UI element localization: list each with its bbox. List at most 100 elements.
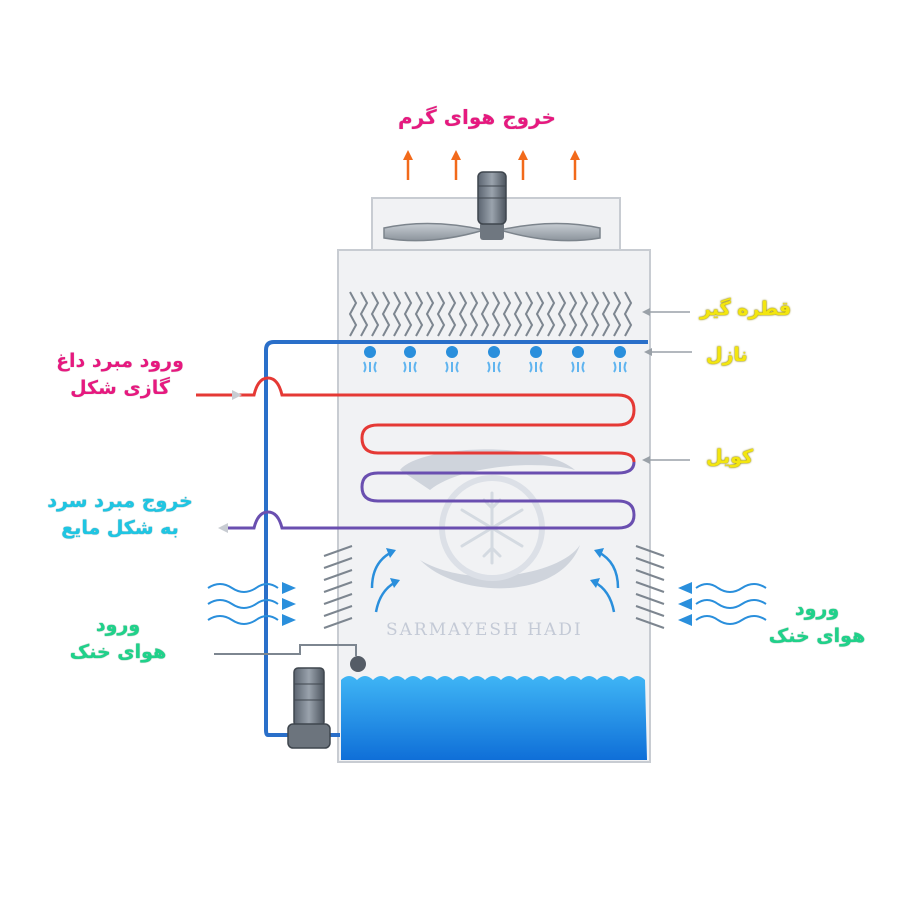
cool-air-wave [695,615,767,625]
nozzle-head [404,346,416,358]
water-pipe [264,340,648,737]
nozzle-head [364,346,376,358]
cool-air-wave [207,599,279,609]
drift-chevron [590,291,600,337]
cool-air-wave [695,599,767,609]
motor-icon [477,171,507,225]
cool-air-arrows-right [678,582,767,626]
cool-air-arrowhead [282,598,296,610]
cold-outlet-arrowhead [218,523,228,533]
drift-chevron [359,291,369,337]
warm-air-arrow-head [518,150,528,160]
drift-chevron [524,291,534,337]
drift-eliminator-label: قطره گیر [700,298,792,320]
louver-slat [323,581,353,593]
louver-slat [635,605,665,617]
louver-slat [635,581,665,593]
nozzle-icon [571,346,585,373]
hot-inlet-arrowhead [232,390,242,400]
warm-air-arrows [403,150,580,180]
nozzle-icon [363,346,377,373]
louver-slat [323,545,353,557]
drift-chevron [381,291,391,337]
cool-air-inlet-right-line1: ورود [794,598,840,620]
cool-air-arrowhead [678,614,692,626]
cool-air-arrows-left [207,582,296,626]
drift-chevron [502,291,512,337]
drift-chevron [403,291,413,337]
nozzle-icon [403,346,417,373]
nozzle-head [572,346,584,358]
drift-chevron [513,291,523,337]
cool-air-inlet-right-line2: هوای خنک [768,625,866,647]
warm-air-arrow-head [570,150,580,160]
louver-slat [635,617,665,629]
warm-air-arrow-head [403,150,413,160]
drift-chevron [557,291,567,337]
coil-transition [228,461,636,530]
nozzle-spray [487,361,501,373]
cool-air-arrowhead [282,614,296,626]
nozzle-icon [445,346,459,373]
louver-slat [635,593,665,605]
cool-air-inlet-left-line1: ورود [95,614,141,636]
cool-air-inlet-left-label: ورود هوای خنک [56,612,180,666]
nozzle-label: نازل [706,344,748,366]
fan-icon [383,222,601,242]
cool-air-arrowhead [678,582,692,594]
louver-slat [323,617,353,629]
internal-airflow-arrows [370,548,620,613]
drift-chevron [623,291,633,337]
drift-chevron [469,291,479,337]
nozzle-head [614,346,626,358]
drift-chevron [436,291,446,337]
louver-slat [635,569,665,581]
louver-slat [323,569,353,581]
watermark-logo [400,449,580,589]
hot-refrigerant-inlet-label: ورود مبرد داغ گازی شکل [36,348,204,402]
drift-chevron [458,291,468,337]
drift-chevron [535,291,545,337]
cool-air-wave [207,583,279,593]
louver-slat [323,557,353,569]
nozzle-spray [571,361,585,373]
nozzle-icon [487,346,501,373]
cool-air-arrowhead [678,598,692,610]
hot-air-outlet-label: خروج هوای گرم [398,105,556,129]
drift-eliminator [348,291,633,337]
drift-chevron [392,291,402,337]
nozzle-head [488,346,500,358]
drift-chevron [370,291,380,337]
air-inlet-louvers-right [635,545,665,629]
nozzle-spray [529,361,543,373]
cool-air-inlet-left-line2: هوای خنک [69,641,167,663]
drift-chevron [568,291,578,337]
cold-refrigerant-outlet-line1: خروج مبرد سرد [47,490,193,512]
louver-slat [635,557,665,569]
label-leader-lines [642,308,692,464]
nozzle-row [363,346,627,373]
basin-water [341,676,647,760]
nozzle-spray [403,361,417,373]
cold-refrigerant-outlet-line2: به شکل مایع [61,517,179,539]
hot-refrigerant-inlet-line2: گازی شکل [70,377,170,399]
drift-chevron [447,291,457,337]
drift-chevron [579,291,589,337]
hot-refrigerant-inlet-line1: ورود مبرد داغ [56,350,184,372]
float-valve [214,644,366,672]
drift-chevron [612,291,622,337]
drift-chevron [491,291,501,337]
nozzle-head [446,346,458,358]
drift-chevron [414,291,424,337]
nozzle-spray [363,361,377,373]
coil-label: کویل [706,446,754,468]
cool-air-arrowhead [282,582,296,594]
cool-air-wave [695,583,767,593]
cold-refrigerant-outlet-label: خروج مبرد سرد به شکل مایع [36,488,204,542]
drift-chevron [348,291,358,337]
nozzle-spray [445,361,459,373]
nozzle-icon [529,346,543,373]
warm-air-arrow-head [451,150,461,160]
louver-slat [323,593,353,605]
nozzle-head [530,346,542,358]
